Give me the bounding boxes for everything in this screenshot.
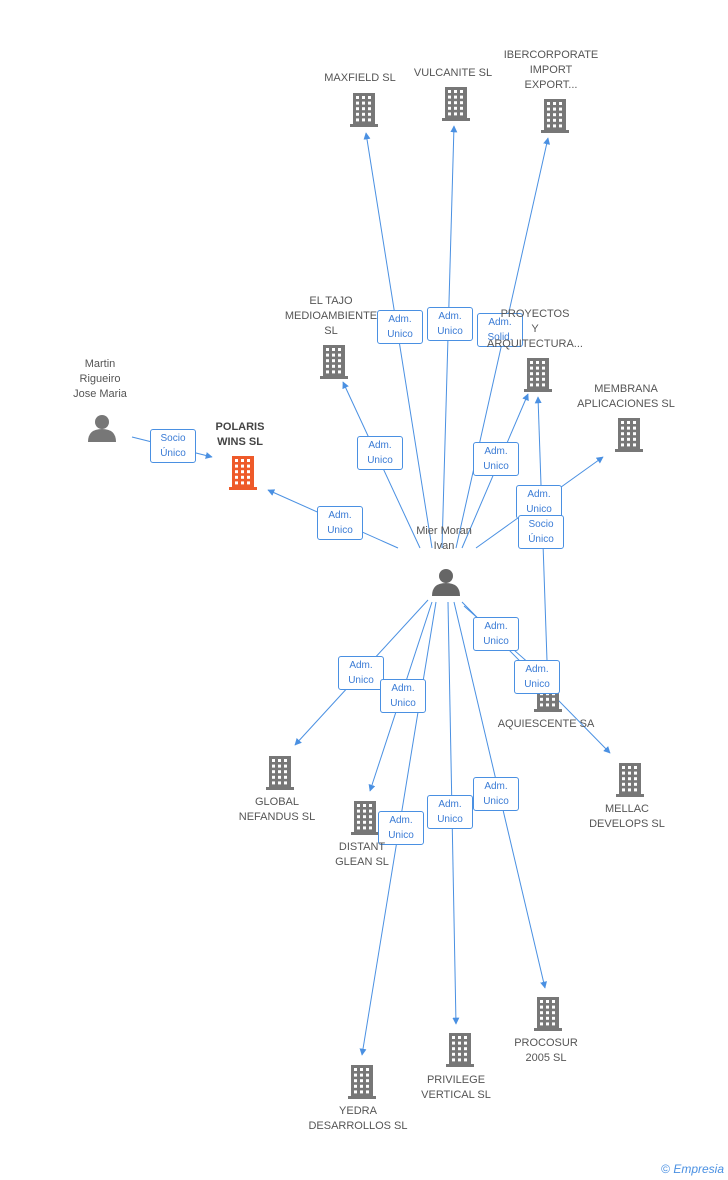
building-icon-membrana[interactable] xyxy=(615,418,643,452)
node-label-mier[interactable]: Mier Moran Ivan xyxy=(416,525,472,552)
edge-label-mier-proyectos[interactable]: Adm. Unico xyxy=(473,442,519,476)
node-label-vulcanite[interactable]: VULCANITE SL xyxy=(413,67,493,79)
node-label-polaris[interactable]: POLARIS WINS SL xyxy=(215,421,265,448)
node-label-maxfield[interactable]: MAXFIELD SL xyxy=(324,72,396,84)
edge-label-mier-vulcanite[interactable]: Adm. Unico xyxy=(427,307,473,341)
building-icon-yedra[interactable] xyxy=(348,1065,376,1099)
building-icon-distant[interactable] xyxy=(351,801,379,835)
node-label-martin[interactable]: Martin Rigueiro Jose Maria xyxy=(73,358,127,400)
node-label-privilege[interactable]: PRIVILEGE VERTICAL SL xyxy=(421,1074,491,1101)
edge-label-mier-polaris[interactable]: Adm. Unico xyxy=(317,506,363,540)
edge-label-mier-eltajo[interactable]: Adm. Unico xyxy=(357,436,403,470)
edge-label-mier-maxfield[interactable]: Adm. Unico xyxy=(377,310,423,344)
building-icon-ibercorporate[interactable] xyxy=(541,99,569,133)
edge-label-mier-aquiescente[interactable]: Adm. Unico xyxy=(473,617,519,651)
person-icon-martin[interactable] xyxy=(88,415,116,442)
node-label-procosur[interactable]: PROCOSUR 2005 SL xyxy=(514,1037,578,1064)
node-label-ibercorporate[interactable]: IBERCORPORATE IMPORT EXPORT... xyxy=(503,49,599,91)
copyright-symbol: © xyxy=(661,1162,670,1176)
building-icon-eltajo[interactable] xyxy=(320,345,348,379)
building-icon-mellac[interactable] xyxy=(616,763,644,797)
edge-label-mier-ibercorporate[interactable]: Adm. Solid. xyxy=(477,313,523,347)
building-icon-proyectos[interactable] xyxy=(524,358,552,392)
edge-label-mier-procosur[interactable]: Adm. Unico xyxy=(473,777,519,811)
node-label-mellac[interactable]: MELLAC DEVELOPS SL xyxy=(589,803,665,830)
building-icon-procosur[interactable] xyxy=(534,997,562,1031)
edge-label-mier-yedra[interactable]: Adm. Unico xyxy=(378,811,424,845)
building-icon-global[interactable] xyxy=(266,756,294,790)
edge-label-mier-privilege[interactable]: Adm. Unico xyxy=(427,795,473,829)
node-label-yedra[interactable]: YEDRA DESARROLLOS SL xyxy=(308,1105,408,1132)
edge-label-mier-proyectos[interactable]: Socio Único xyxy=(518,515,564,549)
building-icon-maxfield[interactable] xyxy=(350,93,378,127)
edge-label-mier-distant[interactable]: Adm. Unico xyxy=(380,679,426,713)
edge-label-mier-global[interactable]: Adm. Unico xyxy=(338,656,384,690)
node-label-membrana[interactable]: MEMBRANA APLICACIONES SL xyxy=(577,383,675,410)
node-label-eltajo[interactable]: EL TAJO MEDIOAMBIENTE SL xyxy=(284,295,378,337)
node-label-aquiescente[interactable]: AQUIESCENTE SA xyxy=(497,718,595,730)
building-icon-privilege[interactable] xyxy=(446,1033,474,1067)
node-label-global[interactable]: GLOBAL NEFANDUS SL xyxy=(238,796,316,823)
footer-brand[interactable]: © Empresia xyxy=(661,1162,724,1176)
edge-label-mier-mellac[interactable]: Adm. Unico xyxy=(514,660,560,694)
building-icon-polaris[interactable] xyxy=(229,456,257,490)
node-label-proyectos[interactable]: PROYECTOS Y ARQUITECTURA... xyxy=(487,308,583,350)
person-icon[interactable] xyxy=(432,569,460,596)
node-label-distant[interactable]: DISTANT GLEAN SL xyxy=(335,841,389,868)
empresia-logo: Empresia xyxy=(673,1162,724,1176)
building-icon-vulcanite[interactable] xyxy=(442,87,470,121)
edge-label-martin-polaris[interactable]: Socio Único xyxy=(150,429,196,463)
edge-label-mier-membrana[interactable]: Adm. Unico xyxy=(516,485,562,519)
